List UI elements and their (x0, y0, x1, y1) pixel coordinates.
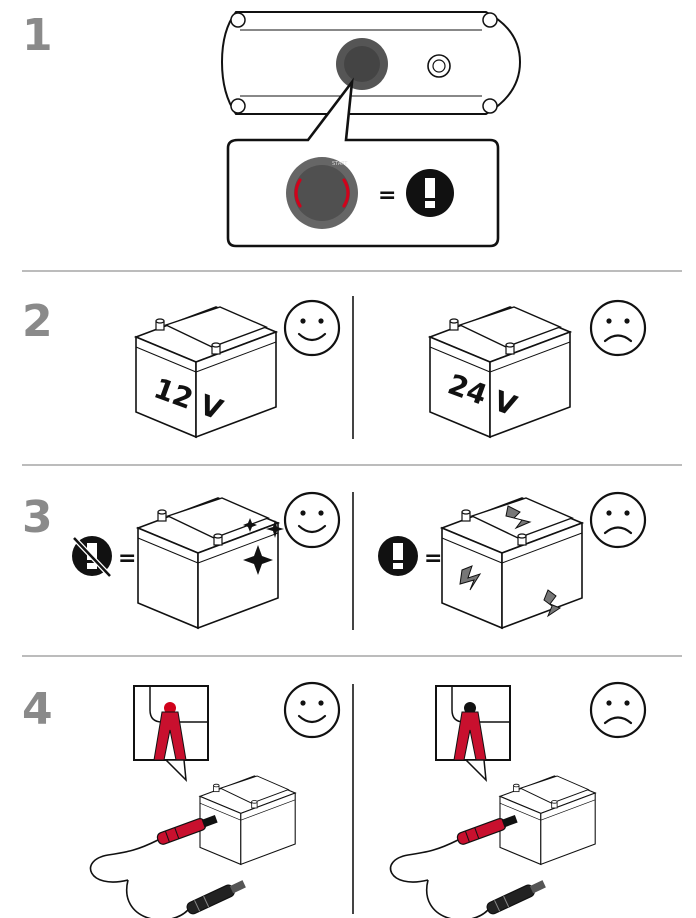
step-number-4: 4 (22, 684, 53, 735)
divider-step4 (352, 684, 354, 914)
divider-3 (22, 655, 682, 657)
sad-face-icon (589, 299, 647, 357)
divider-2 (22, 464, 682, 466)
sparkle-icon (243, 518, 284, 575)
clamp-correct-inset (133, 685, 209, 783)
sad-face-icon (589, 681, 647, 739)
divider-step2 (352, 296, 354, 439)
clamp-wrong-inset (435, 685, 511, 783)
smile-face-icon (283, 299, 341, 357)
smile-face-icon (283, 491, 341, 549)
divider-step3 (352, 492, 354, 630)
equals-sign-2: = (118, 546, 136, 571)
divider-1 (22, 270, 682, 272)
crack-icon (459, 505, 562, 618)
no-warning-icon (72, 536, 112, 578)
equals-sign-1: = (378, 183, 396, 208)
smile-face-icon (283, 681, 341, 739)
step-number-3: 3 (22, 492, 53, 543)
equals-sign-3: = (424, 546, 442, 571)
dial-start-label: START (332, 161, 348, 167)
step-number-2: 2 (22, 296, 53, 347)
step-number-1: 1 (22, 10, 53, 61)
sad-face-icon (589, 491, 647, 549)
